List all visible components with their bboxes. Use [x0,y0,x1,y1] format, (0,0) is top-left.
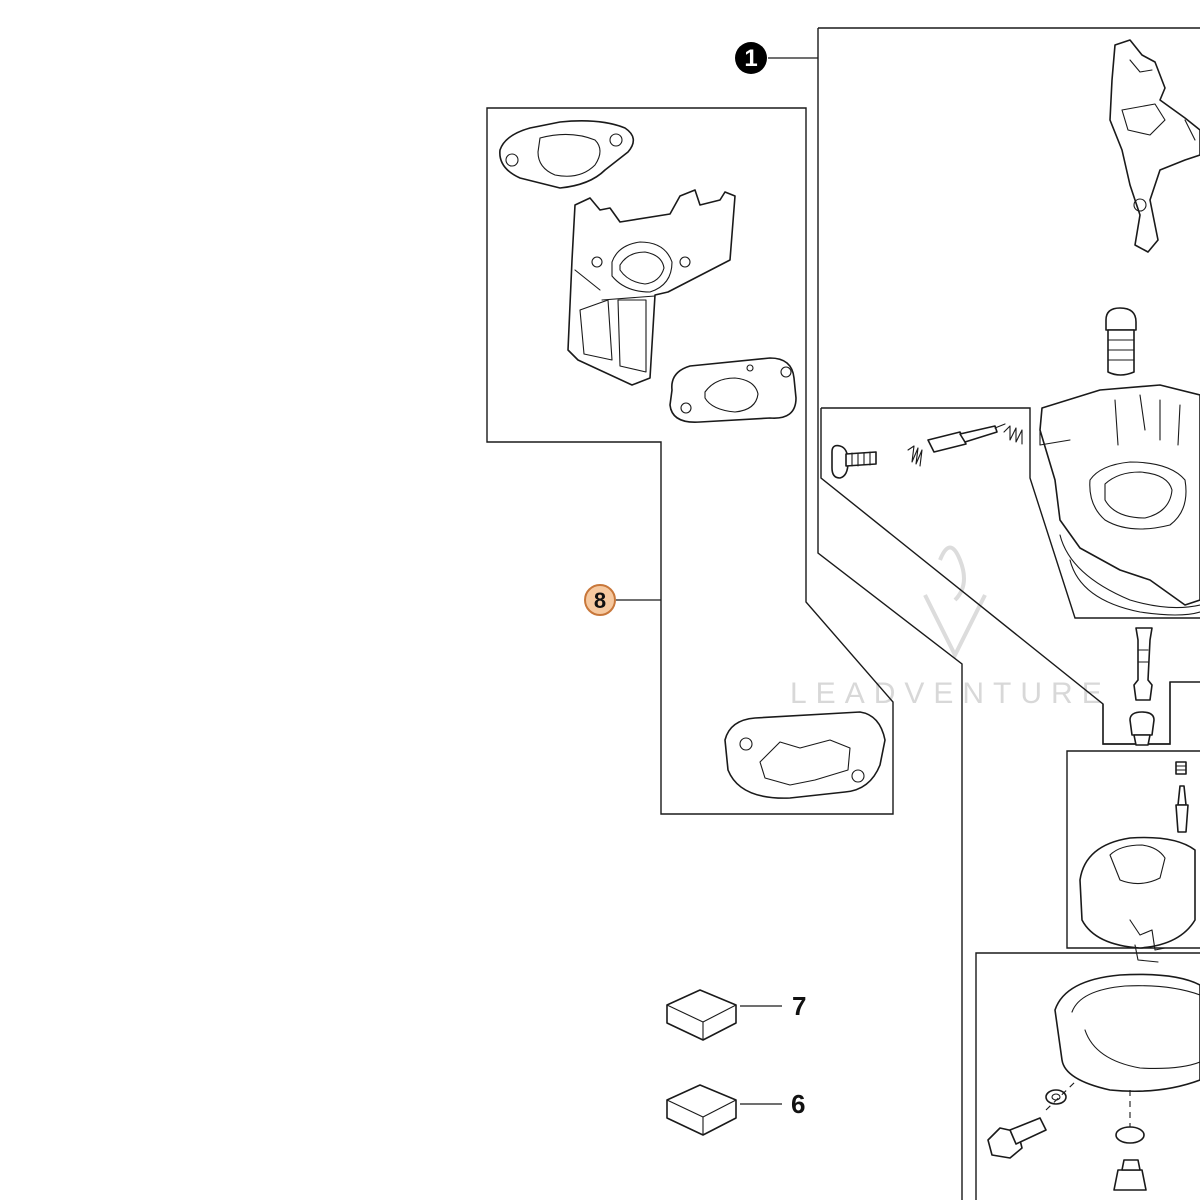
main-jet [1129,711,1155,746]
bowl-group-frame [975,952,1200,1200]
float-needle-clip [1175,761,1187,775]
spring-left [907,445,923,467]
assembly-1-frame [817,27,1200,1200]
emulsion-tube [1133,627,1153,701]
bolt-axis-dash [1045,1081,1076,1111]
callout-8[interactable]: 8 [584,584,616,616]
primer-plug [1105,307,1137,376]
insulator-plate [567,189,736,386]
watermark-logo-icon [923,545,987,660]
callout-8-label: 8 [594,588,606,613]
idle-screw [831,444,877,479]
choke-lever [1109,39,1200,253]
washer [1045,1089,1067,1105]
kit-8-frame [486,107,894,815]
callout-7-label[interactable]: 7 [792,991,806,1021]
callout-6-label[interactable]: 6 [791,1089,805,1119]
callout-1[interactable]: 1 [735,42,767,74]
spring-right [1003,425,1023,445]
carburetor-body [1039,384,1200,616]
pilot-screw [927,423,1006,453]
bowl-bolt [1113,1159,1147,1191]
float-bowl [1054,973,1200,1092]
float-needle [1175,785,1189,833]
callout-1-label: 1 [744,45,757,72]
gasket-top [499,120,635,189]
kit-bag-7-icon[interactable] [666,989,737,1041]
gasket-bottom [724,711,886,799]
gasket-small [669,357,797,423]
float [1079,836,1196,963]
kit-bag-6-icon[interactable] [666,1084,737,1136]
o-ring [1115,1126,1145,1144]
watermark: LEADVENTURE [790,545,1111,710]
watermark-text: LEADVENTURE [790,677,1111,710]
drain-bolt [987,1117,1047,1159]
